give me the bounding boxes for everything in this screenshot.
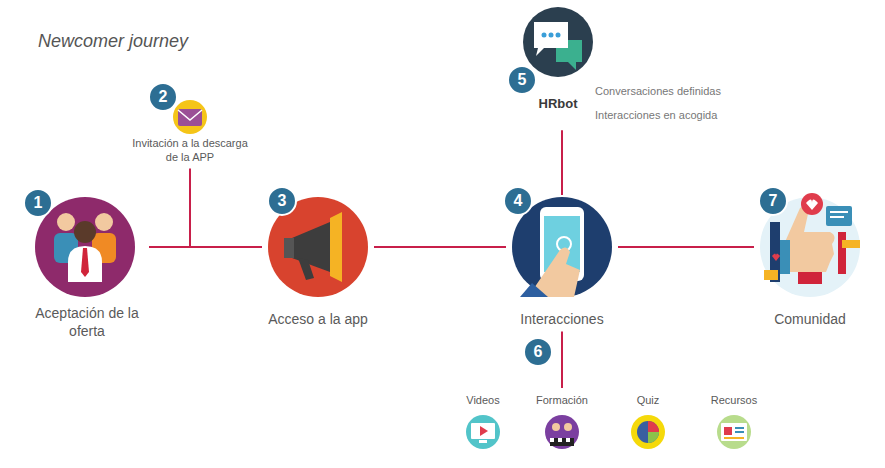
step-label: Comunidad	[754, 311, 866, 329]
step-label: Aceptación de la oferta	[25, 305, 149, 340]
step-label: Recursos	[696, 394, 772, 408]
callout-number: 2	[148, 82, 178, 112]
connector-line	[374, 246, 506, 248]
step-label: Acceso a la app	[262, 311, 374, 329]
callout-number: 5	[507, 65, 537, 95]
envelope-icon	[173, 100, 207, 134]
journey-step: Invitación a la descarga de la APP	[125, 100, 255, 165]
callout-number: 6	[523, 337, 553, 367]
journey-step: Videos	[445, 394, 521, 452]
video-icon	[466, 415, 500, 449]
chat-icon	[523, 7, 593, 77]
connector-line	[561, 130, 563, 195]
journey-step: Quiz	[610, 394, 686, 452]
diagram-title: Newcomer journey	[38, 31, 188, 52]
resources-icon	[717, 415, 751, 449]
journey-step: Interacciones	[506, 197, 618, 329]
callout-number: 3	[267, 186, 297, 216]
journey-step: Recursos	[696, 394, 772, 452]
step-label: Formación	[524, 394, 600, 408]
step-label: Interacciones	[506, 311, 618, 329]
journey-step: HRbotConversaciones definidasInteraccion…	[518, 7, 598, 112]
journey-step: Comunidad	[754, 197, 866, 329]
step-label: Invitación a la descarga de la APP	[125, 137, 255, 165]
step-note: Interacciones en acogida	[595, 109, 717, 123]
callout-number: 1	[23, 188, 53, 218]
journey-step: Formación	[524, 394, 600, 452]
training-icon	[545, 415, 579, 449]
connector-line	[149, 169, 190, 248]
step-label: HRbot	[518, 96, 598, 112]
step-note: Conversaciones definidas	[595, 85, 721, 99]
journey-step: Acceso a la app	[262, 197, 374, 329]
journey-step: Aceptación de la oferta	[25, 197, 149, 340]
step-label: Videos	[445, 394, 521, 408]
quiz-icon	[631, 415, 665, 449]
callout-number: 4	[503, 186, 533, 216]
callout-number: 7	[758, 186, 788, 216]
step-label: Quiz	[610, 394, 686, 408]
connector-line	[561, 332, 563, 389]
connector-line	[618, 246, 754, 248]
